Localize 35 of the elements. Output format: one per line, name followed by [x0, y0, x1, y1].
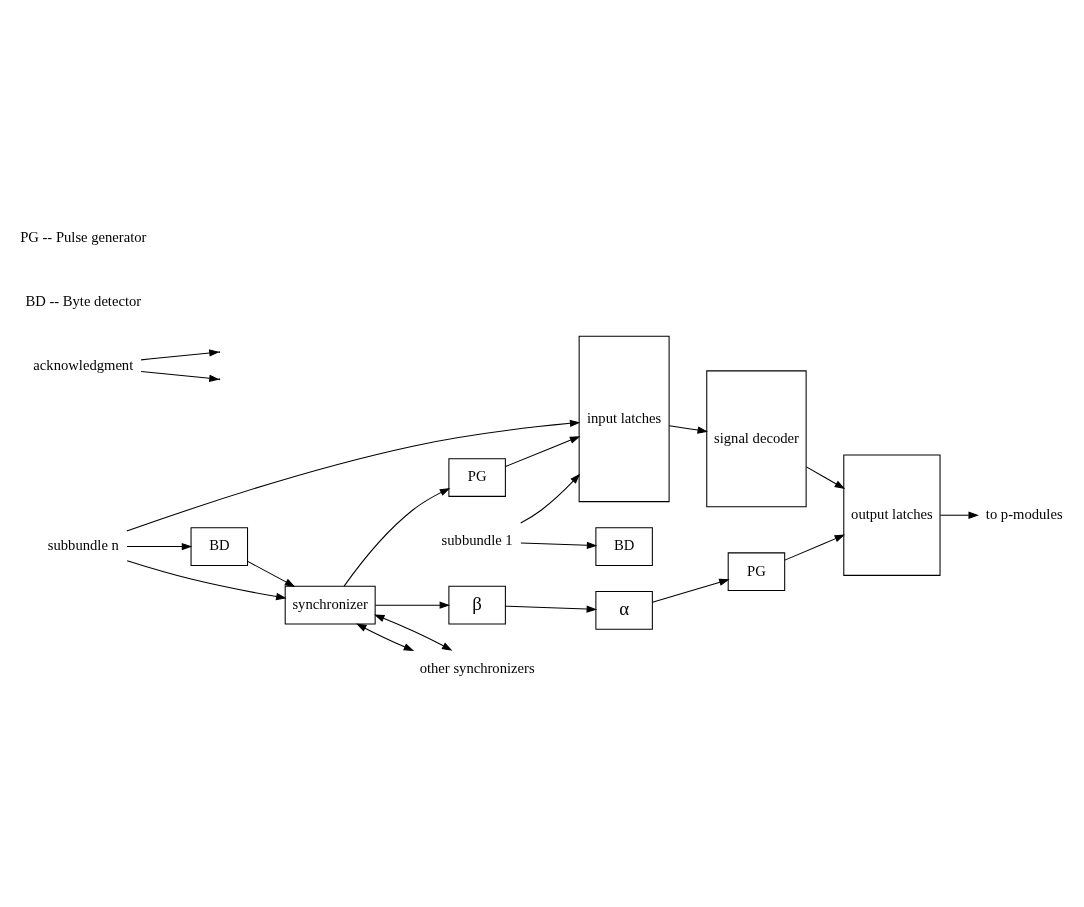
arrow — [668, 425, 708, 434]
arrow — [356, 623, 415, 652]
node-box: PG — [448, 458, 506, 497]
arrow — [374, 614, 453, 651]
arrow — [939, 511, 979, 519]
arrow — [126, 560, 287, 601]
node-text: subbundle 1 — [441, 532, 513, 549]
arrow — [374, 601, 451, 609]
node-text: to p-modules — [985, 506, 1063, 523]
node-text: subbundle n — [47, 537, 119, 554]
node-box: PG — [727, 552, 786, 592]
arrow — [126, 542, 193, 551]
node-box: α — [595, 591, 653, 630]
arrow — [126, 419, 581, 532]
arrow — [504, 605, 598, 613]
arrow — [520, 541, 598, 549]
node-text: other synchronizers — [419, 659, 535, 676]
arrow — [805, 466, 846, 490]
node-box: β — [448, 585, 506, 625]
node-box: signal decoder — [706, 370, 807, 508]
node-box: synchronizer — [284, 585, 376, 625]
node-box: BD — [595, 527, 653, 566]
node-text: acknowledgment — [33, 356, 134, 373]
node-box: BD — [190, 527, 249, 566]
label: PG -- Pulse generator — [20, 228, 147, 245]
node-box: output latches — [843, 454, 941, 576]
label: BD -- Byte detector — [25, 292, 142, 309]
arrow — [504, 436, 581, 468]
arrow — [651, 578, 730, 603]
arrow — [784, 534, 846, 561]
node-box: input latches — [578, 335, 670, 503]
arrow — [520, 473, 581, 524]
arrow — [343, 487, 451, 587]
arrow — [247, 560, 296, 587]
arrow — [140, 349, 220, 361]
